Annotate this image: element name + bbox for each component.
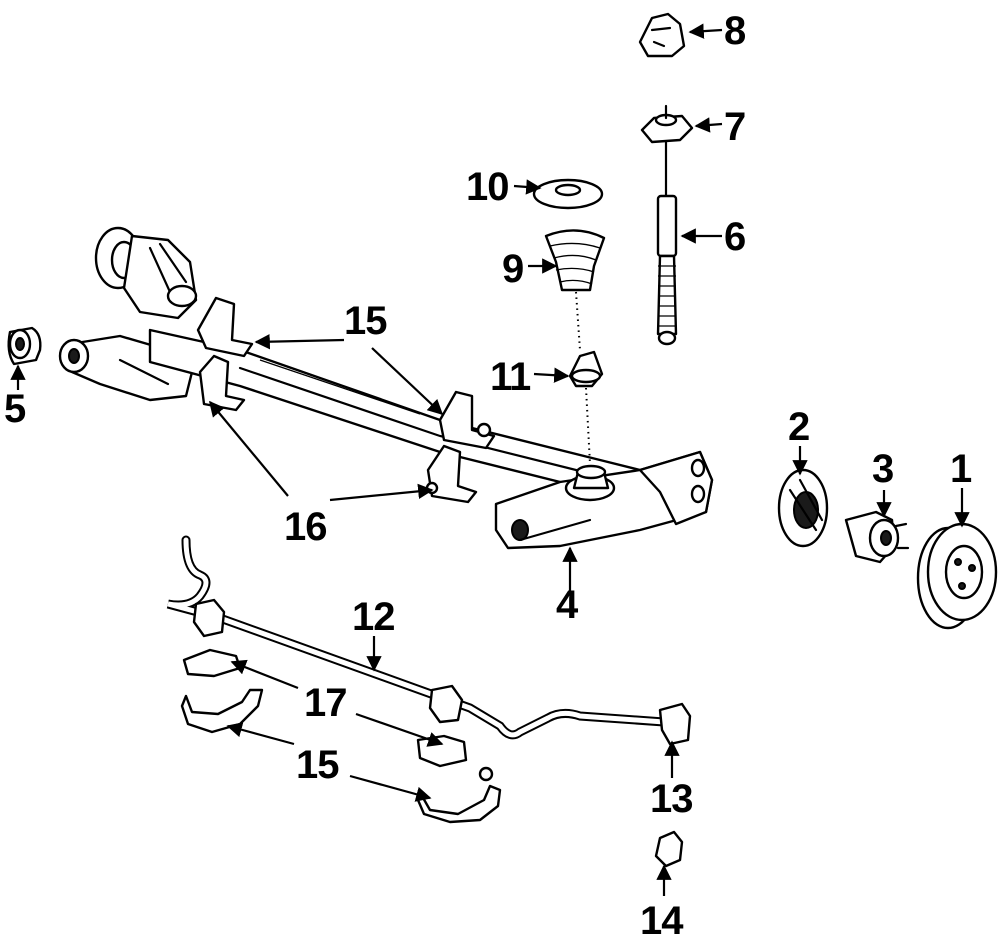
mount-cap-part-8 <box>638 12 686 58</box>
callout-11: 11 <box>490 355 531 399</box>
leader-lines <box>10 23 970 896</box>
callout-17: 17 <box>304 681 347 725</box>
bushing-part-5 <box>7 326 42 366</box>
callout-labels: 8 7 6 10 9 11 15 16 4 5 2 3 1 12 17 15 1… <box>4 9 973 943</box>
hub-bearing-part-3 <box>844 510 910 564</box>
stabilizer-bar-part-12 <box>166 535 692 746</box>
callout-12: 12 <box>352 595 395 639</box>
strut-mount-part-7 <box>640 104 694 144</box>
callout-16: 16 <box>284 505 327 549</box>
rear-axle-assembly <box>58 226 714 550</box>
callout-8: 8 <box>724 9 746 53</box>
coil-spring-part-9 <box>544 229 606 292</box>
callout-10: 10 <box>466 165 509 209</box>
callout-14: 14 <box>640 899 684 943</box>
shock-absorber-part-6 <box>656 140 678 346</box>
callout-15-upper: 15 <box>344 299 387 343</box>
link-bushing-part-14 <box>654 830 684 868</box>
callout-9: 9 <box>502 247 523 291</box>
callout-5: 5 <box>4 387 26 431</box>
callout-15-lower: 15 <box>296 743 339 787</box>
callout-4: 4 <box>556 583 579 627</box>
jounce-bumper-part-11 <box>568 350 604 388</box>
callout-7: 7 <box>724 105 745 149</box>
spring-insulator-part-10 <box>532 178 604 210</box>
callout-2: 2 <box>788 405 809 449</box>
brake-drum-part-1 <box>916 522 998 630</box>
callout-1: 1 <box>950 447 972 491</box>
backing-plate-part-2 <box>777 468 829 548</box>
callout-3: 3 <box>872 447 893 491</box>
assembly-line-9-11 <box>575 291 581 351</box>
stabilizer-bracket-part-15 <box>180 688 502 824</box>
assembly-line-11-4 <box>585 387 591 465</box>
callout-13: 13 <box>650 777 693 821</box>
callout-6: 6 <box>724 215 745 259</box>
